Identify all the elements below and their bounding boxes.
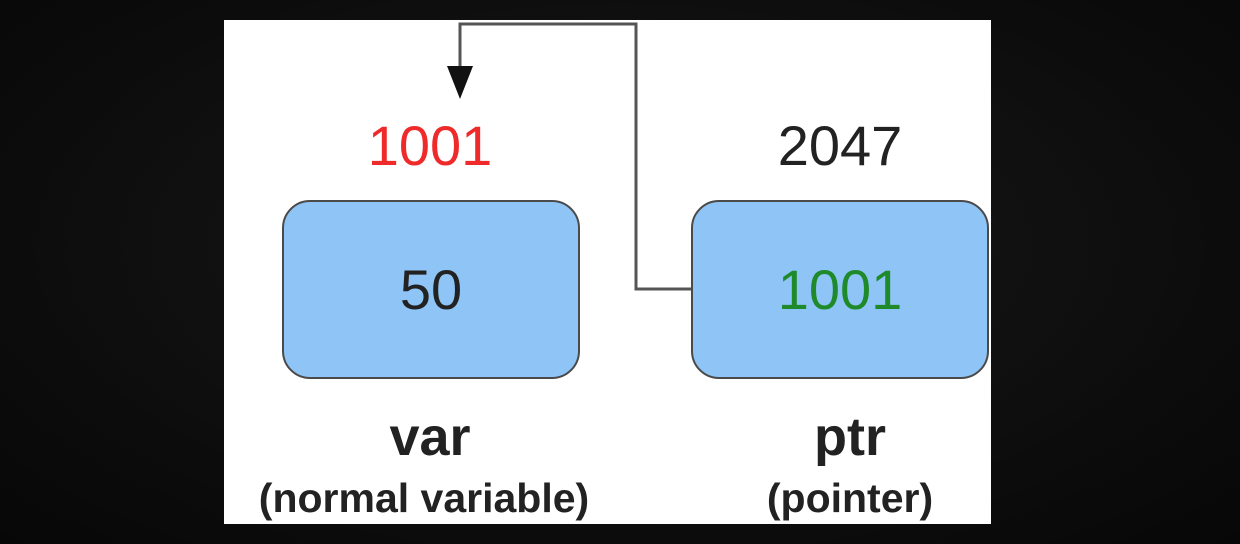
var-value: 50 bbox=[399, 258, 463, 321]
connector-line bbox=[458, 22, 691, 291]
pointer-connector bbox=[447, 22, 691, 291]
var-description: (normal variable) bbox=[258, 475, 590, 521]
ptr-value: 1001 bbox=[777, 258, 903, 321]
var-address-label: 1001 bbox=[367, 114, 493, 177]
pointer-diagram: 1001 2047 50 1001 var ptr (normal variab… bbox=[224, 20, 991, 524]
var-name-label: var bbox=[389, 407, 471, 467]
ptr-description: (pointer) bbox=[766, 475, 934, 521]
ptr-name-label: ptr bbox=[814, 407, 886, 467]
ptr-memory-cell: 1001 bbox=[691, 200, 989, 379]
ptr-address-label: 2047 bbox=[777, 114, 903, 177]
arrow-head-icon bbox=[447, 66, 473, 99]
var-memory-cell: 50 bbox=[282, 200, 580, 379]
